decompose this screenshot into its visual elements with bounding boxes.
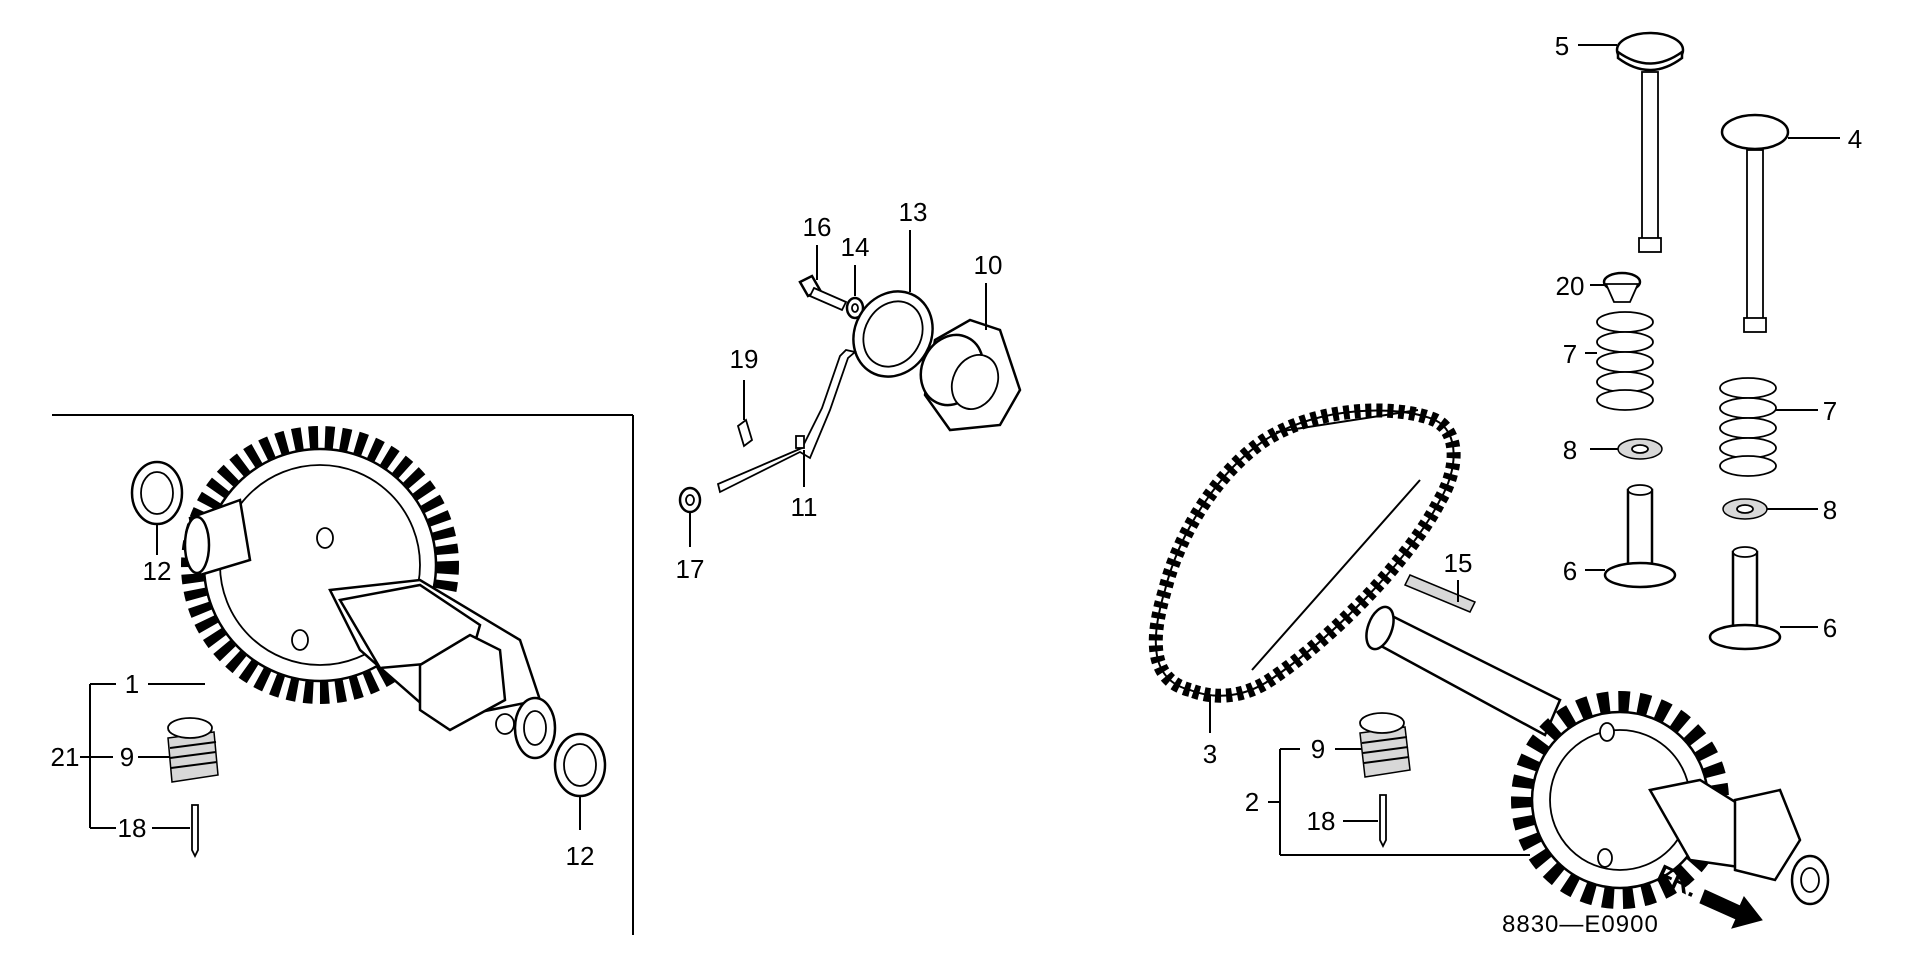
callout-label: 7 xyxy=(1563,339,1577,369)
callout-label: 12 xyxy=(566,841,595,871)
callout-9-left: 9 xyxy=(120,742,170,772)
callout-label: 18 xyxy=(1307,806,1336,836)
key-15 xyxy=(1403,574,1477,613)
callout-11: 11 xyxy=(791,450,818,522)
callout-5: 5 xyxy=(1555,31,1617,61)
callout-7-left: 7 xyxy=(1563,339,1597,369)
callout-18-right: 18 xyxy=(1307,806,1378,836)
callout-8-left: 8 xyxy=(1563,435,1618,465)
callout-2-bracket: 2 xyxy=(1245,748,1530,856)
spring-7-left xyxy=(1596,311,1654,411)
pin-18-left xyxy=(191,804,199,859)
callout-label: 9 xyxy=(1311,734,1325,764)
callout-label: 8 xyxy=(1563,435,1577,465)
callout-label: 1 xyxy=(125,669,139,699)
callout-15: 15 xyxy=(1444,548,1473,602)
callout-14: 14 xyxy=(841,232,870,296)
callout-label: 4 xyxy=(1848,124,1862,154)
callout-label: 21 xyxy=(51,742,80,772)
reference-code: 8830—E0900 xyxy=(1502,911,1659,938)
assembly-box-border xyxy=(52,414,634,935)
callout-7-right: 7 xyxy=(1776,396,1837,426)
callout-6-left: 6 xyxy=(1563,556,1605,586)
chain-3 xyxy=(1148,403,1461,703)
gasket-13 xyxy=(852,290,934,378)
callout-label: 10 xyxy=(974,250,1003,280)
callout-9-right: 9 xyxy=(1311,734,1362,764)
bolt-16 xyxy=(798,274,848,312)
callout-3: 3 xyxy=(1203,696,1217,769)
washer-12-right xyxy=(553,732,607,798)
clip-19 xyxy=(736,418,754,448)
camshaft-gear-assembly xyxy=(181,426,557,760)
washer-14 xyxy=(845,296,865,320)
callout-18-left: 18 xyxy=(118,813,190,843)
washer-17 xyxy=(678,486,702,514)
front-arrow-icon xyxy=(1699,889,1763,929)
callout-20: 20 xyxy=(1556,271,1605,301)
callout-label: 12 xyxy=(143,556,172,586)
callout-13: 13 xyxy=(899,197,928,292)
valve-5 xyxy=(1615,31,1685,253)
callout-label: 5 xyxy=(1555,31,1569,61)
callout-label: 6 xyxy=(1823,613,1837,643)
cam-weight-9-right xyxy=(1359,712,1411,778)
callout-label: 17 xyxy=(676,554,705,584)
callout-6-right: 6 xyxy=(1780,613,1837,643)
callout-label: 14 xyxy=(841,232,870,262)
callout-label: 15 xyxy=(1444,548,1473,578)
callout-label: 7 xyxy=(1823,396,1837,426)
callout-16: 16 xyxy=(803,212,832,280)
retainer-8-left xyxy=(1617,438,1663,460)
callout-label: 13 xyxy=(899,197,928,227)
callout-label: 19 xyxy=(730,344,759,374)
callout-label: 11 xyxy=(791,492,818,522)
callout-label: 9 xyxy=(120,742,134,772)
callout-21-bracket: 21 xyxy=(51,683,116,829)
spring-7-right xyxy=(1719,377,1777,477)
callout-label: 18 xyxy=(118,813,147,843)
callout-17: 17 xyxy=(676,513,705,584)
callout-label: 6 xyxy=(1563,556,1577,586)
cover-10 xyxy=(919,318,1022,432)
callout-1: 1 xyxy=(125,669,205,699)
callout-label: 16 xyxy=(803,212,832,242)
camshaft-sprocket-assembly xyxy=(1365,605,1830,909)
callout-4: 4 xyxy=(1788,124,1862,154)
washer-12-left xyxy=(130,460,184,526)
retainer-8-right xyxy=(1722,498,1768,520)
cam-weight-9-left xyxy=(167,717,219,783)
callout-19: 19 xyxy=(730,344,759,420)
valve-4 xyxy=(1720,113,1790,333)
pin-18-right xyxy=(1379,794,1387,849)
callout-label: 20 xyxy=(1556,271,1585,301)
callout-10: 10 xyxy=(974,250,1003,330)
tappet-6-right xyxy=(1708,546,1782,651)
callout-12-bottom: 12 xyxy=(566,796,595,871)
callout-label: 3 xyxy=(1203,739,1217,769)
lever-11 xyxy=(716,349,857,494)
callout-label: 8 xyxy=(1823,495,1837,525)
callout-12-top: 12 xyxy=(143,524,172,586)
retainer-20 xyxy=(1602,271,1642,303)
tappet-6-left xyxy=(1603,484,1677,589)
callout-label: 2 xyxy=(1245,787,1259,817)
callout-8-right: 8 xyxy=(1767,495,1837,525)
